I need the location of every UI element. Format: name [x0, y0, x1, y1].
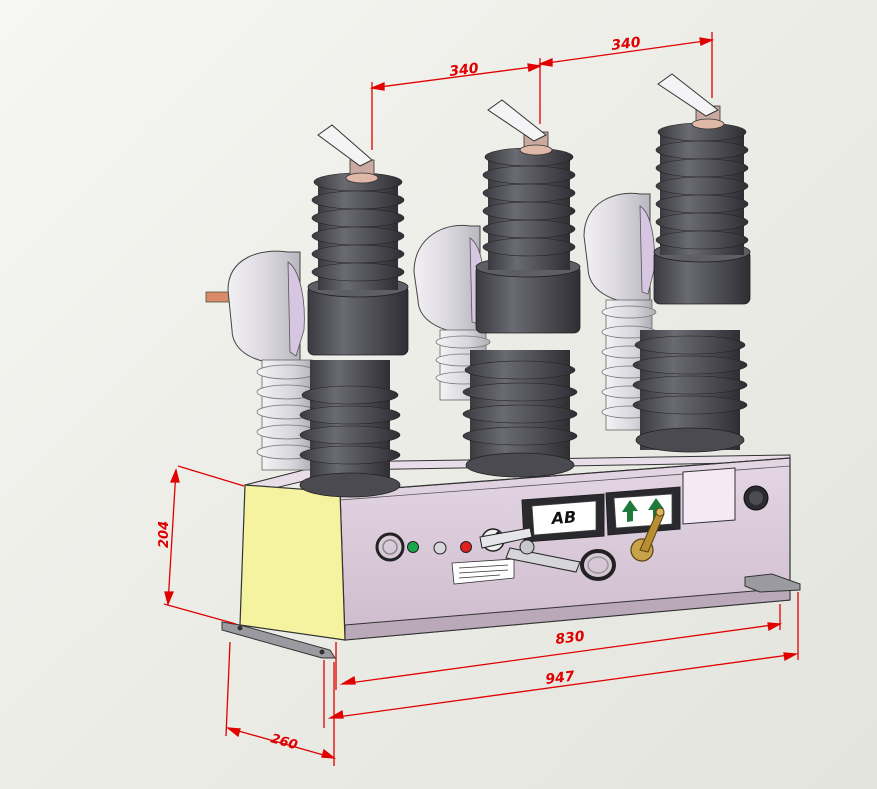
operating-ring-left	[375, 532, 405, 562]
dim-height: 204	[157, 521, 172, 548]
current-transformers	[205, 192, 657, 471]
mounting-foot-left	[221, 621, 336, 659]
connector-socket	[743, 485, 769, 511]
crank-handle	[630, 507, 665, 562]
indicator-green-icon	[407, 541, 419, 553]
arrow-up-icon	[622, 498, 664, 522]
front-panel-details: AB	[375, 467, 769, 585]
dim-inner-width: 830	[555, 628, 586, 647]
dim-overall-width: 947	[545, 668, 576, 687]
pole-right	[632, 73, 751, 453]
blank-label-plate	[682, 467, 736, 525]
dim-depth: 260	[269, 731, 299, 753]
operating-linkage	[479, 527, 616, 581]
indicator-red-icon	[460, 541, 472, 553]
dimension-lines	[163, 32, 799, 766]
dim-top-left: 340	[449, 60, 480, 79]
terminal-right	[657, 73, 725, 130]
terminal-left	[317, 124, 379, 184]
ct-left	[205, 250, 318, 471]
indicator-grey-icon	[433, 541, 447, 555]
side-panel	[239, 484, 346, 641]
mounting-foot-right	[744, 573, 801, 593]
pole-middle	[462, 99, 581, 478]
terminal-middle	[487, 99, 553, 156]
phase-indicator-label: AB	[549, 507, 577, 528]
dim-top-right: 340	[611, 34, 642, 53]
pole-left	[299, 124, 409, 498]
